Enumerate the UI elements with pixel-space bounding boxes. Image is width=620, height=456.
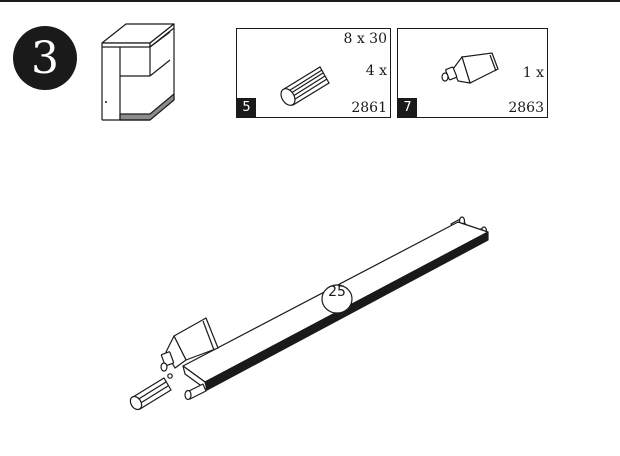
part-code: 2861 bbox=[351, 100, 387, 116]
part-size: 8 x 30 bbox=[343, 31, 387, 47]
part-box-dowel: 8 x 30 4 x 2861 5 bbox=[236, 28, 391, 118]
top-rule bbox=[0, 0, 620, 2]
part-box-glue: 1 x 2863 7 bbox=[397, 28, 548, 118]
glue-tube-icon bbox=[160, 317, 219, 379]
callout-circle bbox=[321, 284, 353, 314]
cabinet-overview-icon bbox=[101, 23, 175, 121]
dowel-icon bbox=[280, 66, 330, 106]
part-quantity: 1 x bbox=[522, 65, 544, 81]
shelf-board-edge bbox=[204, 231, 489, 391]
part-number: 5 bbox=[237, 98, 256, 117]
step-number: 3 bbox=[31, 32, 59, 84]
part-code: 2863 bbox=[508, 100, 544, 116]
part-quantity: 4 x bbox=[365, 63, 387, 79]
part-number: 7 bbox=[398, 98, 417, 117]
dowel-inserting bbox=[184, 383, 207, 401]
glue-tube-icon bbox=[441, 52, 499, 84]
callout-part-number: 25 bbox=[328, 284, 346, 300]
step-number-badge: 3 bbox=[13, 26, 77, 90]
dowel-loose bbox=[129, 377, 172, 411]
